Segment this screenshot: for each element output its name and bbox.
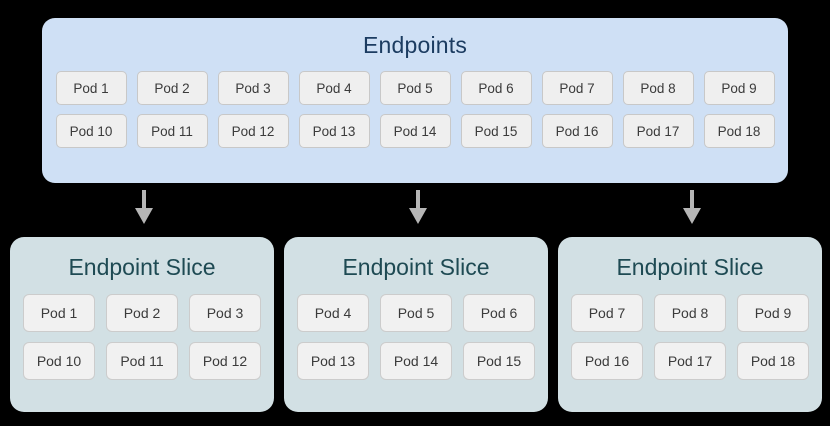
pod-chip: Pod 17 [654,342,726,380]
pod-chip: Pod 5 [379,71,451,105]
endpoint-slice-pod-grid: Pod 1 Pod 2 Pod 3 Pod 10 Pod 11 Pod 12 [10,294,274,390]
endpoints-title: Endpoints [362,32,468,58]
endpoint-slice-pod-row: Pod 13 Pod 14 Pod 15 [284,342,548,380]
endpoints-pod-row: Pod 10 Pod 11 Pod 12 Pod 13 Pod 14 Pod 1… [42,114,788,148]
pod-chip: Pod 2 [106,294,178,332]
endpoint-slice-pod-row: Pod 10 Pod 11 Pod 12 [10,342,274,380]
down-arrow-icon [681,190,703,224]
pod-chip: Pod 17 [622,114,694,148]
pod-chip: Pod 11 [106,342,178,380]
endpoints-pod-row: Pod 1 Pod 2 Pod 3 Pod 4 Pod 5 Pod 6 Pod … [42,71,788,105]
pod-chip: Pod 10 [23,342,95,380]
pod-chip: Pod 4 [297,294,369,332]
pod-chip: Pod 12 [217,114,289,148]
pod-chip: Pod 8 [622,71,694,105]
endpoint-slice-panel: Endpoint Slice Pod 7 Pod 8 Pod 9 Pod 16 … [558,237,822,412]
pod-chip: Pod 9 [737,294,809,332]
pod-chip: Pod 13 [297,342,369,380]
pod-chip: Pod 10 [55,114,127,148]
pod-chip: Pod 6 [460,71,532,105]
pod-chip: Pod 9 [703,71,775,105]
pod-chip: Pod 14 [379,114,451,148]
endpoint-slice-pod-row: Pod 4 Pod 5 Pod 6 [284,294,548,332]
pod-chip: Pod 15 [463,342,535,380]
arrow-head [135,208,153,224]
endpoint-slice-title: Endpoint Slice [342,254,490,280]
pod-chip: Pod 7 [571,294,643,332]
endpoint-slice-pod-row: Pod 16 Pod 17 Pod 18 [558,342,822,380]
pod-chip: Pod 1 [55,71,127,105]
endpoint-slice-title: Endpoint Slice [68,254,216,280]
arrow-shaft [142,190,146,210]
endpoint-slice-panel: Endpoint Slice Pod 4 Pod 5 Pod 6 Pod 13 … [284,237,548,412]
endpoint-slice-pod-row: Pod 7 Pod 8 Pod 9 [558,294,822,332]
pod-chip: Pod 3 [217,71,289,105]
arrow-head [683,208,701,224]
pod-chip: Pod 1 [23,294,95,332]
pod-chip: Pod 16 [541,114,613,148]
endpoint-slice-pod-row: Pod 1 Pod 2 Pod 3 [10,294,274,332]
endpoint-slice-pod-grid: Pod 7 Pod 8 Pod 9 Pod 16 Pod 17 Pod 18 [558,294,822,390]
endpoint-slice-panel: Endpoint Slice Pod 1 Pod 2 Pod 3 Pod 10 … [10,237,274,412]
arrow-shaft [416,190,420,210]
pod-chip: Pod 18 [737,342,809,380]
pod-chip: Pod 11 [136,114,208,148]
pod-chip: Pod 12 [189,342,261,380]
arrow-shaft [690,190,694,210]
pod-chip: Pod 4 [298,71,370,105]
pod-chip: Pod 2 [136,71,208,105]
pod-chip: Pod 14 [380,342,452,380]
endpoints-panel: Endpoints Pod 1 Pod 2 Pod 3 Pod 4 Pod 5 … [42,18,788,183]
pod-chip: Pod 15 [460,114,532,148]
endpoint-slice-pod-grid: Pod 4 Pod 5 Pod 6 Pod 13 Pod 14 Pod 15 [284,294,548,390]
pod-chip: Pod 7 [541,71,613,105]
pod-chip: Pod 18 [703,114,775,148]
pod-chip: Pod 5 [380,294,452,332]
arrow-head [409,208,427,224]
pod-chip: Pod 16 [571,342,643,380]
pod-chip: Pod 8 [654,294,726,332]
down-arrow-icon [407,190,429,224]
pod-chip: Pod 6 [463,294,535,332]
endpoints-pod-grid: Pod 1 Pod 2 Pod 3 Pod 4 Pod 5 Pod 6 Pod … [42,71,788,157]
pod-chip: Pod 13 [298,114,370,148]
down-arrow-icon [133,190,155,224]
endpoint-slice-title: Endpoint Slice [616,254,764,280]
pod-chip: Pod 3 [189,294,261,332]
